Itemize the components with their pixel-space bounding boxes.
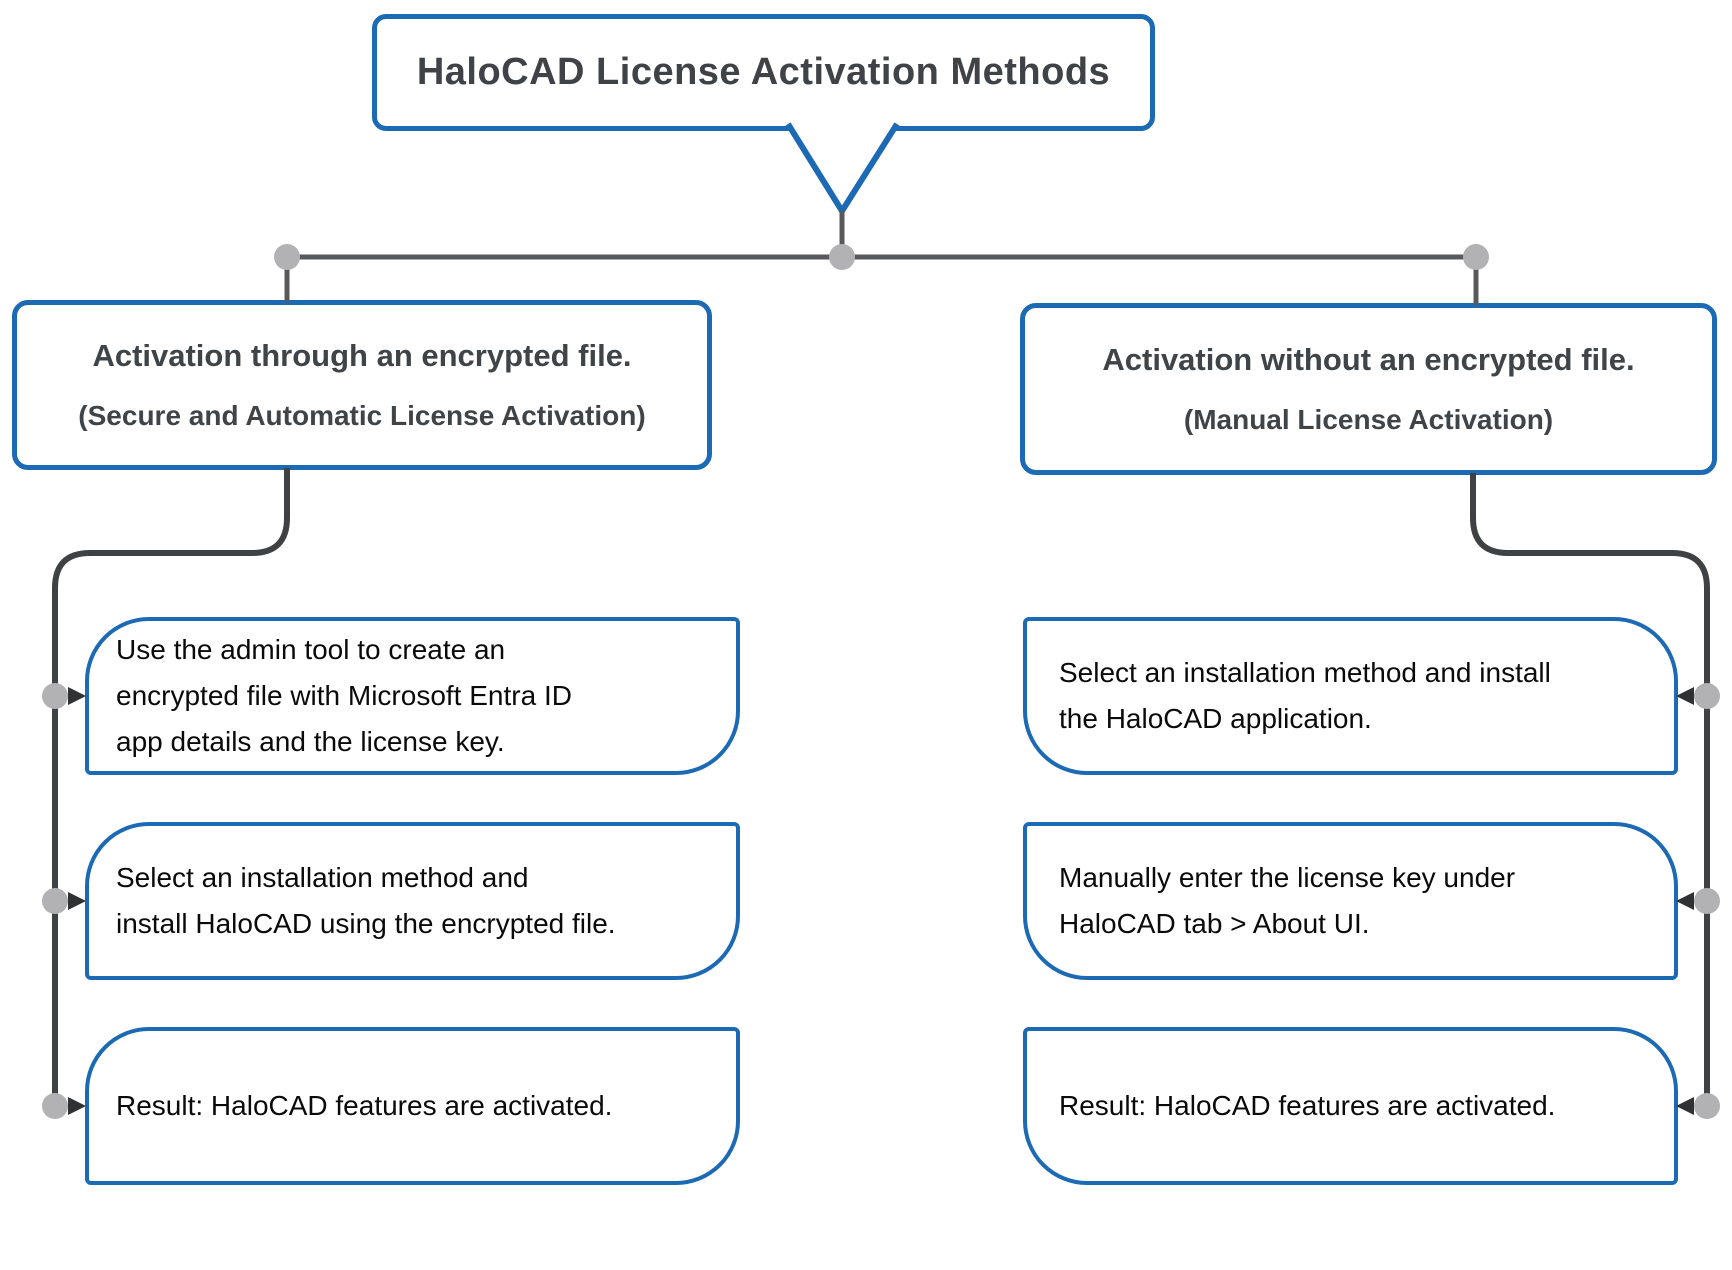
left-step-2-line-1: Select an installation method and — [116, 862, 529, 893]
right-branch-spine-line — [1470, 473, 1710, 1106]
right-step-1-line-1: Select an installation method and instal… — [1059, 657, 1551, 688]
branch-right-header-box: Activation without an encrypted file. (M… — [1020, 303, 1717, 475]
title-pointer-icon — [785, 122, 900, 217]
left-step-1-line-3: app details and the license key. — [116, 726, 505, 757]
left-step-2-node-icon — [42, 888, 68, 914]
right-step-2-line-1: Manually enter the license key under — [1059, 862, 1516, 893]
right-step-3-box: Result: HaloCAD features are activated. — [1023, 1027, 1678, 1185]
left-step-3-arrow-icon — [68, 1097, 86, 1115]
right-step-1-box: Select an installation method and instal… — [1023, 617, 1678, 775]
right-step-3-line-1: Result: HaloCAD features are activated. — [1059, 1090, 1556, 1121]
branch-right-heading: Activation without an encrypted file. — [1102, 342, 1635, 377]
right-step-1-node-icon — [1694, 683, 1720, 709]
branch-left-heading: Activation through an encrypted file. — [92, 338, 632, 373]
branch-left-header-box: Activation through an encrypted file. (S… — [12, 300, 712, 470]
left-step-1-node-icon — [42, 683, 68, 709]
left-branch-spine-line — [52, 468, 290, 1106]
title-pointer-mask — [786, 120, 899, 212]
right-step-2-box: Manually enter the license key under Hal… — [1023, 822, 1678, 980]
bus-node-center-icon — [829, 244, 855, 270]
right-step-2-line-2: HaloCAD tab > About UI. — [1059, 908, 1370, 939]
branch-left-subheading: (Secure and Automatic License Activation… — [78, 400, 646, 431]
branch-right-subheading: (Manual License Activation) — [1183, 404, 1554, 435]
right-step-2-arrow-icon — [1676, 892, 1694, 910]
left-step-2-arrow-icon — [68, 892, 86, 910]
right-step-1-line-2: the HaloCAD application. — [1059, 703, 1372, 734]
bus-node-right-icon — [1463, 244, 1489, 270]
left-step-2-line-2: install HaloCAD using the encrypted file… — [116, 908, 616, 939]
left-step-1-line-1: Use the admin tool to create an — [116, 634, 506, 665]
left-step-3-node-icon — [42, 1093, 68, 1119]
left-step-1-line-2: encrypted file with Microsoft Entra ID — [116, 680, 572, 711]
left-step-3-box: Result: HaloCAD features are activated. — [85, 1027, 740, 1185]
left-step-1-box: Use the admin tool to create an encrypte… — [85, 617, 740, 775]
right-step-2-node-icon — [1694, 888, 1720, 914]
diagram-title: HaloCAD License Activation Methods — [416, 51, 1111, 93]
bus-node-left-icon — [274, 244, 300, 270]
left-step-3-line-1: Result: HaloCAD features are activated. — [116, 1090, 613, 1121]
right-step-1-arrow-icon — [1676, 687, 1694, 705]
right-step-3-arrow-icon — [1676, 1097, 1694, 1115]
left-step-2-box: Select an installation method and instal… — [85, 822, 740, 980]
diagram-title-box: HaloCAD License Activation Methods — [372, 14, 1155, 131]
right-step-3-node-icon — [1694, 1093, 1720, 1119]
left-step-1-arrow-icon — [68, 687, 86, 705]
